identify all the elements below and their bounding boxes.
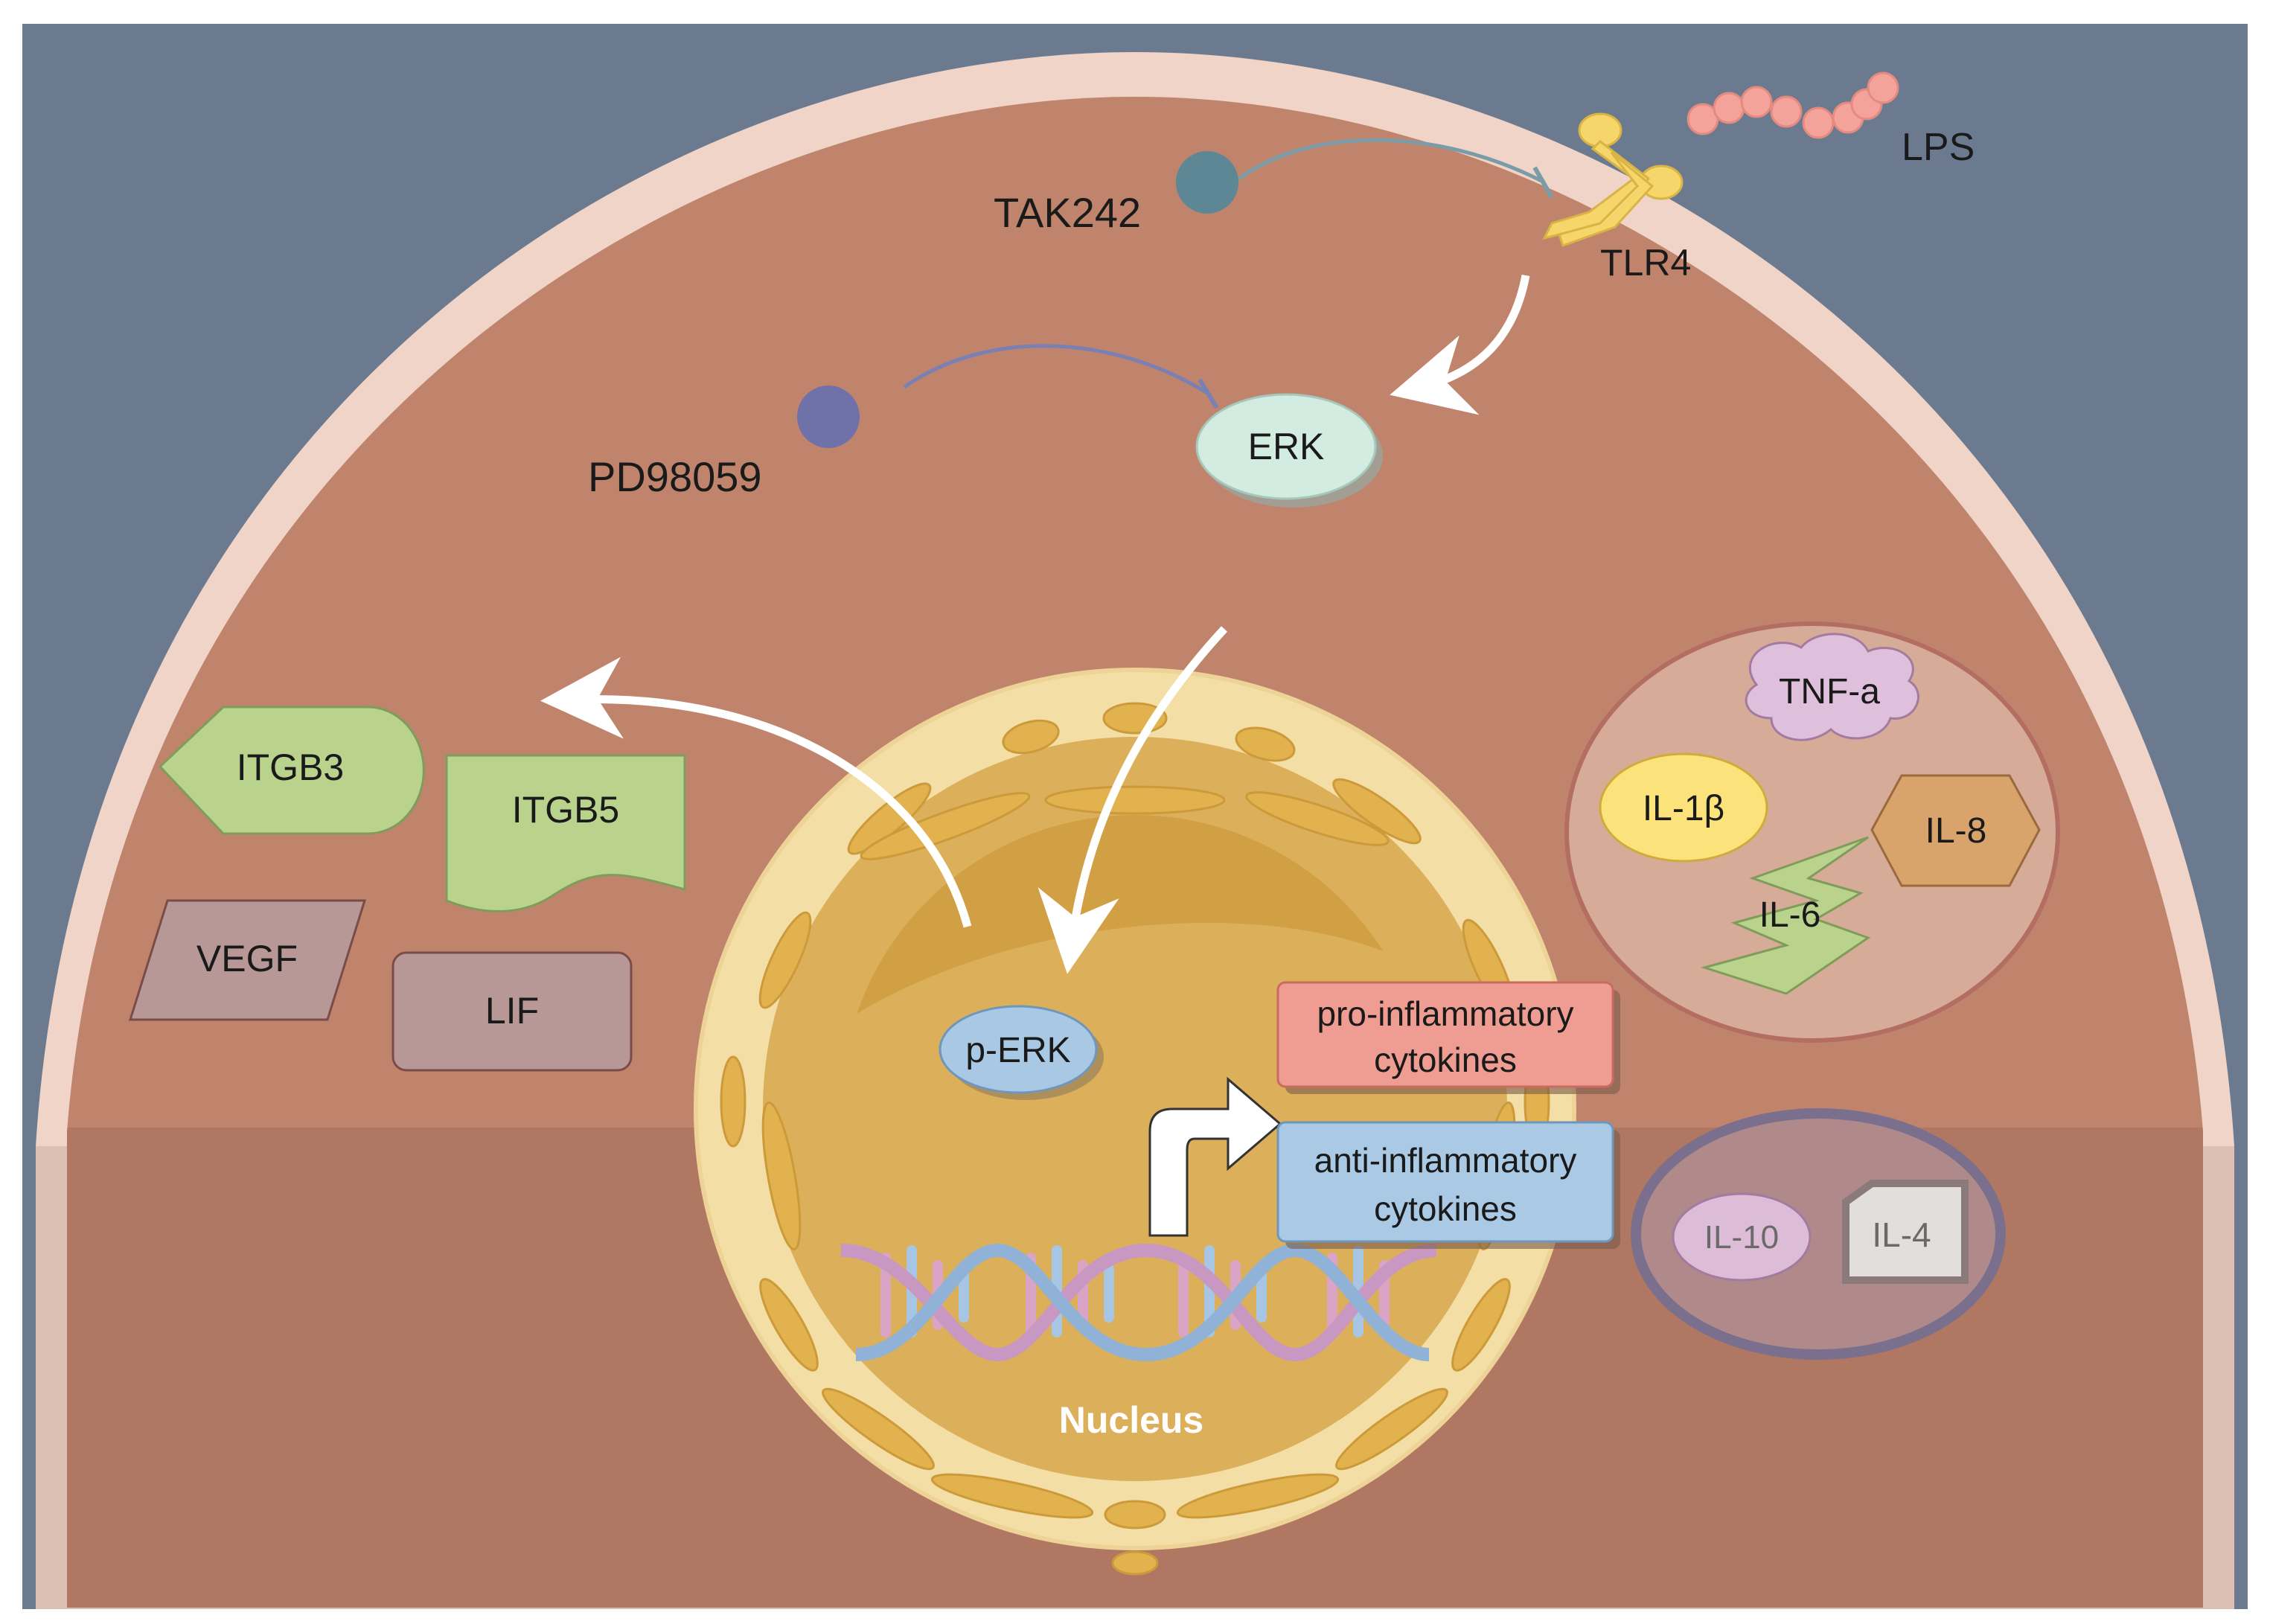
pro-cytokine-vesicle	[1564, 621, 2060, 1043]
il8-label: IL-8	[1925, 811, 1987, 851]
lif-shape	[391, 951, 633, 1072]
itgb5-label: ITGB5	[512, 789, 619, 831]
itgb5-shape	[445, 754, 686, 912]
tak242-label: TAK242	[994, 189, 1141, 236]
perk-to-markers-arrow	[540, 656, 972, 928]
pro-inflammatory-line1: pro-inflammatory	[1317, 994, 1573, 1033]
anti-inflammatory-line2: cytokines	[1374, 1189, 1517, 1228]
tak242-inhibition-line	[1238, 138, 1546, 185]
il1b-shape	[1599, 752, 1768, 863]
pro-inflammatory-line2: cytokines	[1374, 1040, 1517, 1079]
tak242-inhibition-bar	[1532, 166, 1554, 199]
itgb3-shape	[158, 706, 425, 835]
lps-label: LPS	[1902, 126, 1975, 169]
il4-label: IL-4	[1872, 1215, 1931, 1254]
il10-shape	[1672, 1192, 1812, 1282]
erk-label: ERK	[1248, 426, 1325, 467]
itgb3-label: ITGB3	[237, 747, 344, 788]
lif-label: LIF	[485, 990, 539, 1032]
nucleus-label: Nucleus	[1059, 1399, 1204, 1441]
il1b-label: IL-1β	[1643, 789, 1724, 828]
il10-label: IL-10	[1704, 1219, 1779, 1256]
perk-label: p-ERK	[965, 1031, 1070, 1070]
tlr4-receptor-icon	[1542, 112, 1684, 247]
tlr4-label: TLR4	[1600, 242, 1691, 284]
il4-shape	[1842, 1180, 1969, 1284]
vegf-label: VEGF	[196, 938, 298, 979]
il6-label: IL-6	[1759, 895, 1821, 935]
tnf-label: TNF-a	[1779, 672, 1880, 712]
il6-shape	[1700, 836, 1871, 995]
pd98059-label: PD98059	[588, 453, 762, 500]
tak242-molecule-icon	[1176, 151, 1238, 214]
vegf-shape	[128, 899, 367, 1021]
tlr4-to-erk-arrow	[1390, 274, 1530, 415]
pd98059-inhibition-line	[903, 344, 1211, 397]
lps-chain	[1686, 71, 1899, 139]
pd98059-molecule-icon	[797, 386, 860, 448]
transcription-arrow-icon	[1148, 1076, 1282, 1237]
anti-inflammatory-line1: anti-inflammatory	[1314, 1141, 1577, 1180]
perk-node	[939, 1005, 1098, 1094]
dna-helix-icon	[840, 1243, 1437, 1362]
il8-shape	[1870, 774, 2041, 887]
pro-inflammatory-box	[1276, 981, 1614, 1088]
pd98059-inhibition-bar	[1198, 378, 1219, 409]
anti-inflammatory-box	[1276, 1121, 1614, 1243]
anti-cytokine-vesicle	[1631, 1108, 2006, 1360]
erk-node	[1195, 393, 1377, 500]
erk-to-perk-arrow	[1038, 626, 1228, 974]
tnf-cloud-shape	[1745, 633, 1919, 741]
